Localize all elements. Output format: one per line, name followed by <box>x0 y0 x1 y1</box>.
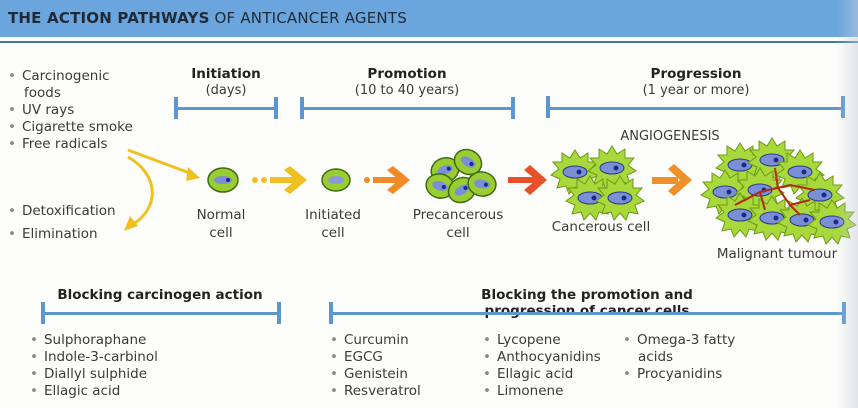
precancerous-cell-label: Precancerous <box>412 207 504 223</box>
promotion-timeline-bar <box>300 107 514 110</box>
angiogenesis-label: ANGIOGENESIS <box>620 129 720 144</box>
title-banner <box>0 0 858 37</box>
agent-item-cont: acids <box>638 349 674 365</box>
agent-item: EGCG <box>330 349 383 366</box>
title-bold: THE ACTION PATHWAYS <box>8 9 210 27</box>
stage-progression-duration: (1 year or more) <box>642 83 750 98</box>
blood-vessels <box>734 167 816 216</box>
timeline-tick <box>511 97 515 119</box>
timeline-tick <box>300 97 304 119</box>
carcinogen-item-cont: foods <box>24 85 61 101</box>
agent-item: Lycopene <box>483 332 561 349</box>
outcome-item: Elimination <box>8 226 98 243</box>
blocking-promotion-bar <box>330 312 845 315</box>
agent-item: Diallyl sulphide <box>30 366 147 383</box>
title-rest: OF ANTICANCER AGENTS <box>214 9 407 27</box>
timeline-tick <box>277 302 281 324</box>
normal-cell-label: Normal <box>196 207 246 223</box>
agent-item: Ellagic acid <box>483 366 573 383</box>
malignant-tumour-label: Malignant tumour <box>716 246 838 262</box>
precancerous-cells <box>422 143 499 209</box>
arrow-head <box>186 167 200 181</box>
timeline-tick <box>41 302 45 324</box>
progression-timeline-bar <box>546 107 844 110</box>
stage-progression: Progression <box>650 66 742 82</box>
timeline-tick <box>174 97 178 119</box>
cancerous-cells <box>550 145 645 221</box>
initiated-cell-label-2: cell <box>321 225 345 241</box>
page-edge-shadow <box>836 0 858 408</box>
arrow-angiogenesis <box>652 164 692 196</box>
precancerous-cell-label-2: cell <box>446 225 470 241</box>
blocking-promotion-heading: Blocking the promotion and progression o… <box>481 287 693 319</box>
agent-item: Resveratrol <box>330 383 421 400</box>
blocking-carcinogen-bar <box>42 312 280 315</box>
agent-item: Genistein <box>330 366 408 383</box>
agent-item: Ellagic acid <box>30 383 120 400</box>
timeline-tick <box>546 96 550 118</box>
carcinogen-item: Cigarette smoke <box>8 119 133 136</box>
agent-item: Indole-3-carbinol <box>30 349 158 366</box>
outcome-item: Detoxification <box>8 203 116 220</box>
stage-promotion: Promotion <box>367 66 447 82</box>
agent-item: Procyanidins <box>623 366 722 383</box>
initiated-cell-label: Initiated <box>305 207 361 223</box>
agent-item: Omega-3 fatty <box>623 332 735 349</box>
arrow-initiation <box>252 166 307 194</box>
agent-item: Curcumin <box>330 332 409 349</box>
normal-cell-label-2: cell <box>209 225 233 241</box>
arrow-promotion <box>364 166 410 194</box>
divider <box>0 41 858 43</box>
agent-item: Limonene <box>483 383 563 400</box>
agent-item: Sulphoraphane <box>30 332 146 349</box>
cancerous-cell-label: Cancerous cell <box>551 219 651 235</box>
stage-promotion-duration: (10 to 40 years) <box>354 83 460 98</box>
arrow-head <box>124 216 138 231</box>
malignant-tumour <box>700 137 857 245</box>
blocking-carcinogen-heading: Blocking carcinogen action <box>57 287 263 303</box>
timeline-tick <box>329 302 333 324</box>
agent-item: Anthocyanidins <box>483 349 601 366</box>
carcinogen-arrow <box>127 148 196 177</box>
initiation-timeline-bar <box>175 107 277 110</box>
carcinogen-item: UV rays <box>8 102 74 119</box>
stage-initiation-duration: (days) <box>205 83 247 98</box>
arrow-progression <box>508 165 547 195</box>
carcinogen-item: Carcinogenic <box>8 68 110 85</box>
normal-cell <box>207 167 239 193</box>
initiated-cell <box>321 168 351 192</box>
page-title: THE ACTION PATHWAYS OF ANTICANCER AGENTS <box>8 9 407 27</box>
detox-arrow <box>127 155 154 228</box>
timeline-tick <box>274 97 278 119</box>
stage-initiation: Initiation <box>191 66 261 82</box>
carcinogen-item: Free radicals <box>8 136 108 153</box>
